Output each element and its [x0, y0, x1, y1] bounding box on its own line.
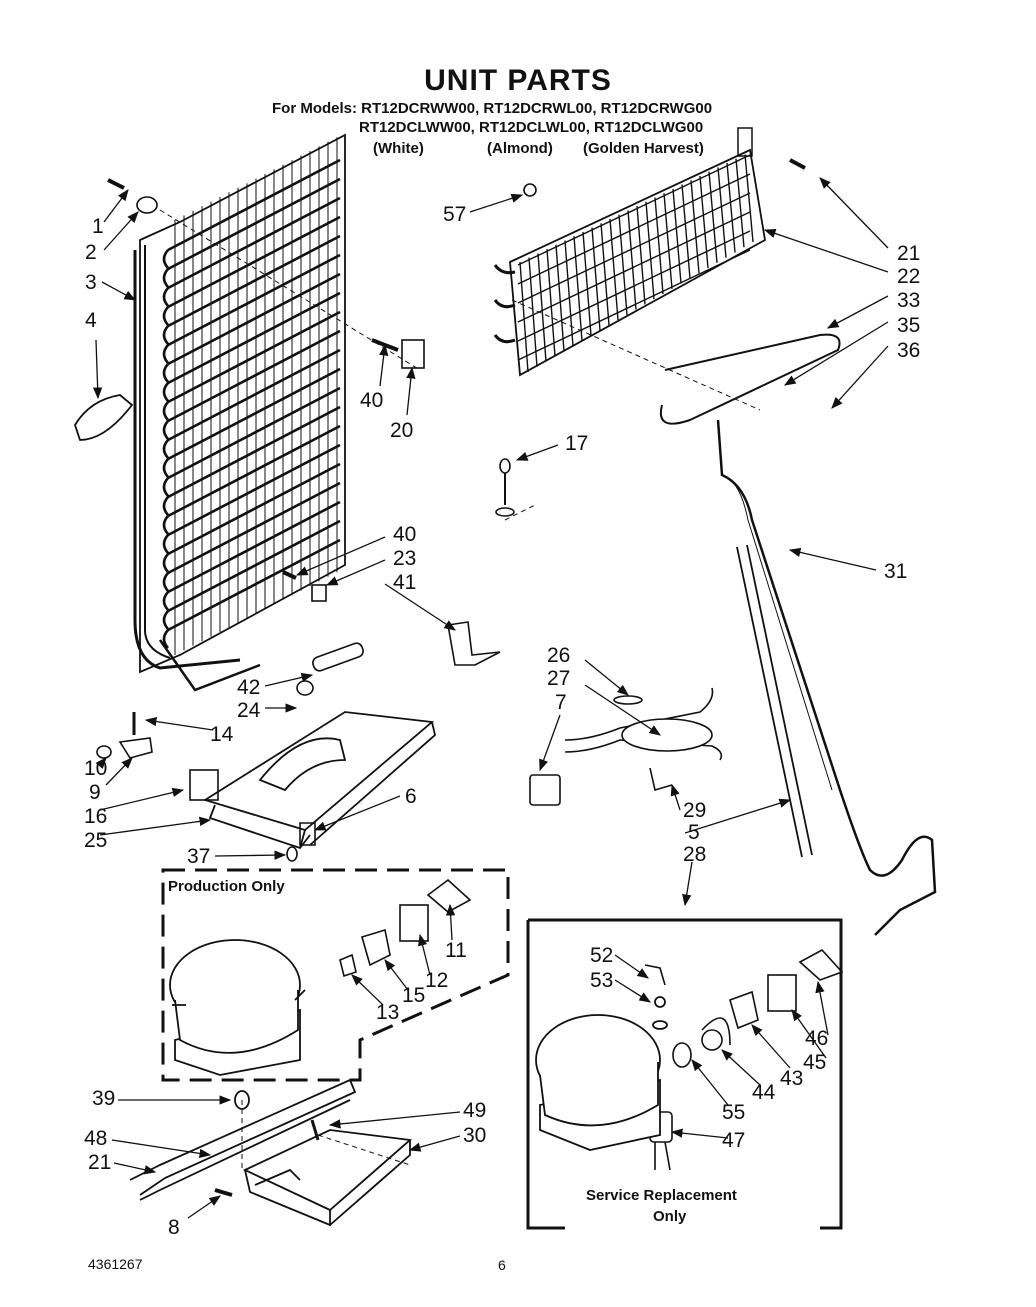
callout-29: 29 — [683, 799, 707, 822]
service-replacement-label: Service Replacement — [586, 1187, 737, 1204]
small-parts — [74, 158, 806, 862]
callout-17: 17 — [565, 432, 589, 455]
callout-27: 27 — [547, 667, 571, 690]
heater-loop — [659, 333, 841, 425]
production-only-label: Production Only — [168, 878, 285, 895]
callout-3: 3 — [85, 271, 97, 294]
callout-1: 1 — [92, 215, 104, 238]
callout-46: 46 — [805, 1027, 829, 1050]
color-white: (White) — [373, 140, 424, 157]
callout-8: 8 — [168, 1216, 180, 1239]
callout-36: 36 — [897, 339, 921, 362]
callout-14: 14 — [210, 723, 234, 746]
suction-tube — [716, 419, 937, 936]
callout-15: 15 — [402, 984, 426, 1007]
service-only-label: Only — [653, 1208, 687, 1225]
callout-10: 10 — [84, 757, 108, 780]
callout-11: 11 — [445, 939, 467, 962]
callout-37: 37 — [187, 845, 211, 868]
production-compressor — [169, 939, 306, 1076]
callout-43: 43 — [780, 1067, 804, 1090]
callout-52: 52 — [590, 944, 614, 967]
callout-21-lower: 21 — [88, 1151, 112, 1174]
callout-33: 33 — [897, 289, 921, 312]
production-only-box — [161, 868, 510, 1082]
callout-23: 23 — [393, 547, 417, 570]
callout-7: 7 — [555, 691, 567, 714]
callout-31: 31 — [884, 560, 908, 583]
callout-13: 13 — [376, 1001, 400, 1024]
callout-57: 57 — [443, 203, 467, 226]
callout-4: 4 — [85, 309, 97, 332]
electrical-parts — [339, 878, 844, 1171]
callout-45: 45 — [803, 1051, 827, 1074]
callout-53: 53 — [590, 969, 614, 992]
color-golden-harvest: (Golden Harvest) — [583, 140, 704, 157]
page-title: UNIT PARTS — [424, 64, 612, 97]
models-line-2: RT12DCLWW00, RT12DCLWL00, RT12DCLWG00 — [359, 119, 704, 136]
callout-25: 25 — [84, 829, 108, 852]
callout-24: 24 — [237, 699, 261, 722]
dashed-leaders — [159, 209, 761, 1170]
service-compressor — [535, 996, 668, 1151]
callout-35: 35 — [897, 314, 921, 337]
callout-arrows — [92, 177, 889, 1219]
callout-55: 55 — [722, 1101, 746, 1124]
callout-26: 26 — [547, 644, 571, 667]
base-rails — [129, 1078, 413, 1227]
callout-28: 28 — [683, 843, 707, 866]
callout-41: 41 — [393, 571, 417, 594]
evaporator-coil — [493, 127, 766, 377]
callout-44: 44 — [752, 1081, 776, 1104]
callout-48: 48 — [84, 1127, 108, 1150]
document-number: 4361267 — [88, 1256, 143, 1272]
models-line-1: For Models: RT12DCRWW00, RT12DCRWL00, RT… — [272, 100, 713, 117]
callout-22: 22 — [897, 265, 921, 288]
callout-16: 16 — [84, 805, 108, 828]
callout-40-upper: 40 — [360, 389, 384, 412]
callout-30: 30 — [463, 1124, 487, 1147]
drain-pan — [202, 711, 436, 850]
color-almond: (Almond) — [487, 140, 553, 157]
callout-2: 2 — [85, 241, 97, 264]
callout-42: 42 — [237, 676, 261, 699]
capillary-tube — [736, 544, 813, 858]
callout-6: 6 — [405, 785, 417, 808]
callout-39: 39 — [92, 1087, 116, 1110]
callout-12: 12 — [425, 969, 449, 992]
callout-20: 20 — [390, 419, 414, 442]
condenser-coil — [133, 133, 346, 692]
service-replacement-box — [526, 918, 843, 1230]
callout-21-upper: 21 — [897, 242, 921, 265]
callout-49: 49 — [463, 1099, 487, 1122]
callout-40-middle: 40 — [393, 523, 417, 546]
callout-5: 5 — [688, 821, 700, 844]
callout-9: 9 — [89, 781, 101, 804]
callout-47: 47 — [722, 1129, 746, 1152]
page-number: 6 — [498, 1257, 506, 1273]
